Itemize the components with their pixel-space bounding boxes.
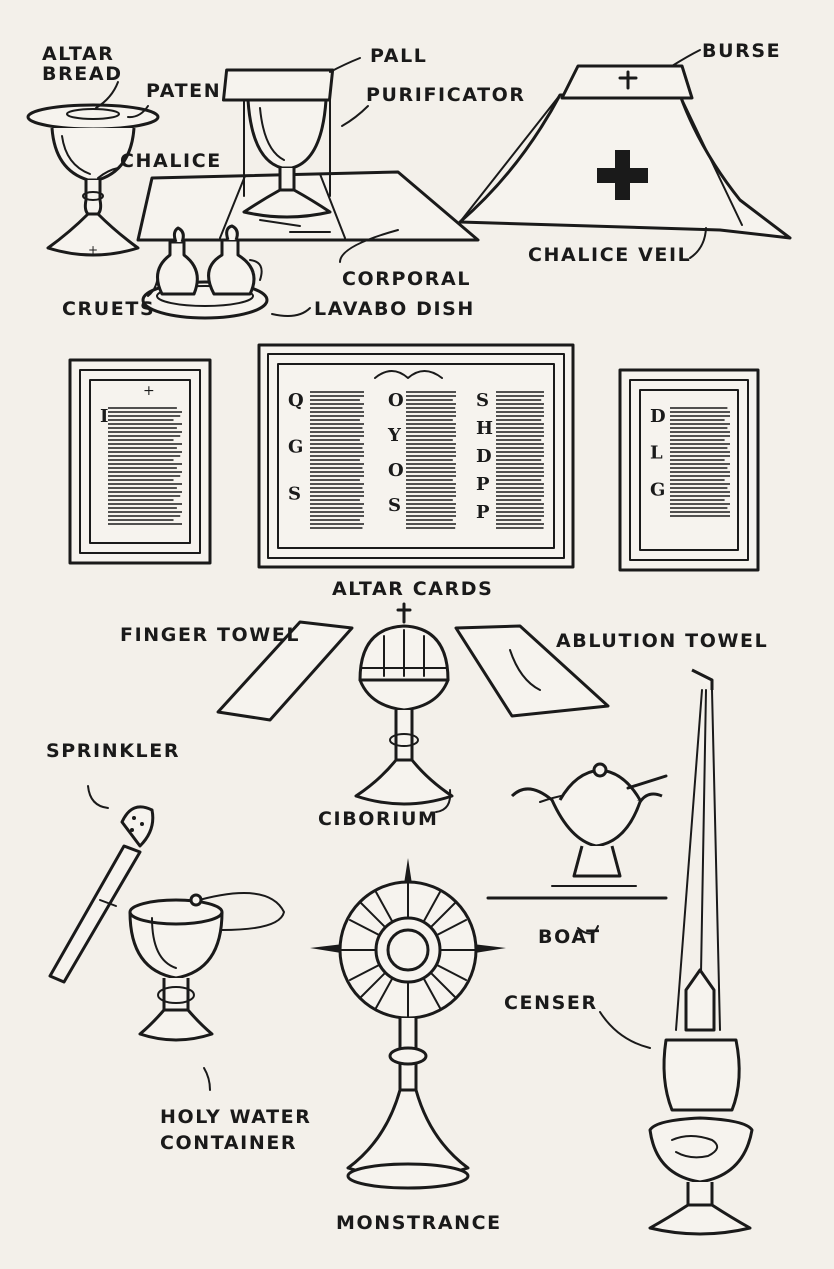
sprinkler [48, 805, 155, 984]
altar-card-initial: Y [387, 425, 402, 446]
altar-card-initial: P [476, 502, 490, 523]
altar-card-initial: O [388, 460, 404, 481]
label-pall: PALL [370, 45, 428, 67]
holy-water-container [128, 892, 285, 1042]
chalice-with-paten: + [26, 103, 160, 257]
altar-card-initial: S [388, 495, 401, 516]
label-finger-towel: FINGER TOWEL [120, 624, 301, 646]
altar-card-initial: O [388, 390, 404, 411]
altar-card-initial: S [476, 390, 489, 411]
altar-card-initial: I [100, 406, 108, 427]
label-censer: CENSER [504, 992, 598, 1014]
chalice-veil [458, 93, 792, 240]
altar-card-initial: D [476, 446, 492, 467]
label-monstrance: MONSTRANCE [336, 1212, 502, 1234]
ablution-towel [454, 624, 610, 718]
altar-card-left: + [68, 358, 212, 565]
altar-card-right [618, 368, 760, 572]
label-holy-water-line2: CONTAINER [160, 1132, 298, 1154]
label-cruets: CRUETS [62, 298, 156, 320]
label-lavabo-dish: LAVABO DISH [314, 298, 475, 320]
label-altar-bread: ALTAR BREAD [42, 44, 132, 84]
label-sprinkler: SPRINKLER [46, 740, 181, 762]
altar-card-initial: G [288, 437, 303, 458]
altar-card-initial: Q [288, 390, 304, 411]
censer [648, 668, 754, 1236]
svg-text:+: + [143, 383, 155, 399]
burse [560, 64, 694, 100]
label-boat: BOAT [538, 926, 601, 948]
label-ablution-towel: ABLUTION TOWEL [556, 630, 769, 652]
label-ciborium: CIBORIUM [318, 808, 439, 830]
altar-card-initial: D [650, 406, 666, 427]
label-holy-water-line1: HOLY WATER [160, 1106, 312, 1128]
altar-card-initial: H [476, 418, 493, 439]
altar-card-initial: P [476, 474, 490, 495]
label-chalice: CHALICE [120, 150, 222, 172]
cruets-and-lavabo [141, 224, 269, 320]
ciborium [354, 602, 454, 806]
altar-card-initial: G [650, 479, 665, 500]
label-altar-cards: ALTAR CARDS [332, 578, 494, 600]
altar-card-initial: S [288, 483, 301, 504]
label-paten: PATEN [146, 80, 222, 102]
altar-card-initial: L [650, 443, 663, 464]
finger-towel [216, 620, 354, 722]
label-purificator: PURIFICATOR [366, 84, 526, 106]
incense-boat [486, 762, 668, 900]
chalice-with-pall [221, 68, 335, 219]
label-altar-bread-text: ALTAR BREAD [42, 43, 123, 85]
label-burse: BURSE [702, 40, 782, 62]
label-chalice-veil: CHALICE VEIL [528, 244, 692, 266]
monstrance [310, 858, 506, 1190]
label-corporal: CORPORAL [342, 268, 472, 290]
svg-text:+: + [88, 243, 98, 257]
